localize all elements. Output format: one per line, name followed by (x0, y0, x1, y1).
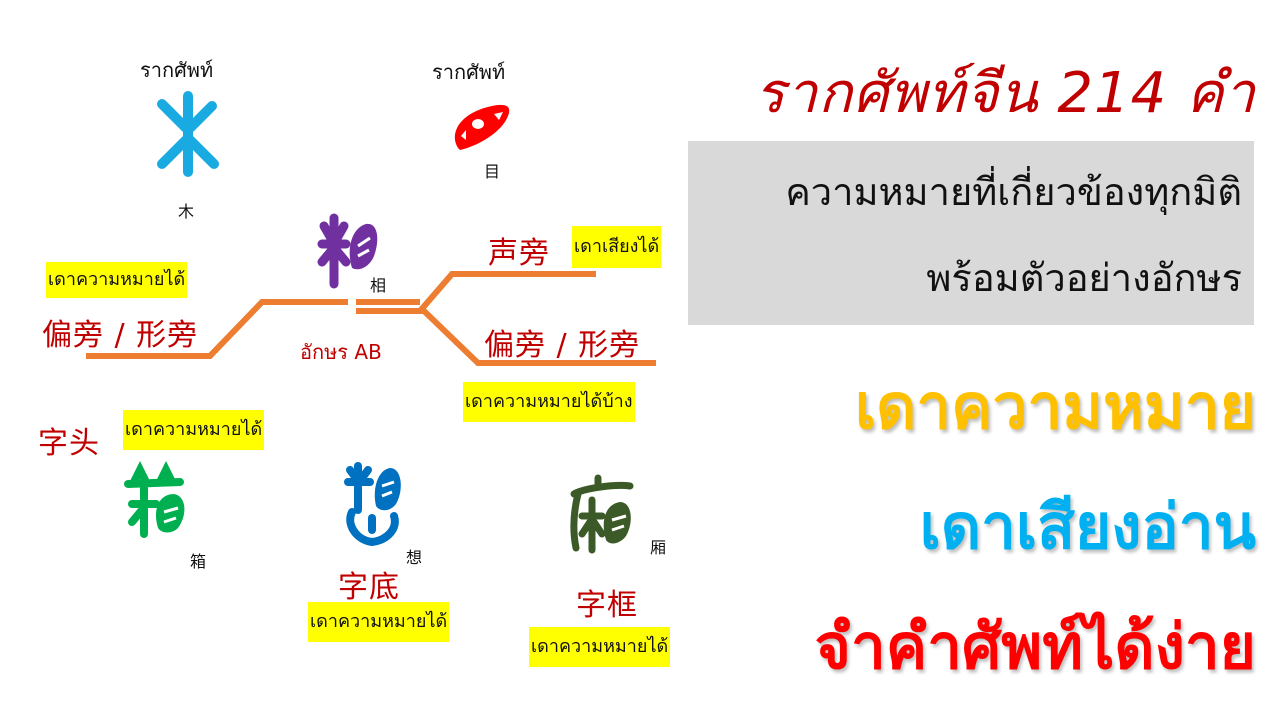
semantic-term-right: 偏旁 / 形旁 (484, 328, 641, 363)
radical-glyph: 木 (178, 202, 195, 221)
benefit-guess-meaning: เดาความหมาย (854, 370, 1256, 443)
benefit-guess-sound: เดาเสียงอ่าน (919, 490, 1256, 563)
subtitle-box: ความหมายที่เกี่ยวข้องทุกมิติ พร้อมตัวอย่… (688, 141, 1254, 325)
semantic-hint-right: เดาความหมายได้บ้าง (463, 382, 635, 422)
phonetic-hint: เดาเสียงได้ (572, 226, 662, 268)
benefit-memorize: จำคำศัพท์ได้ง่าย (814, 610, 1256, 683)
subtitle-line-1: ความหมายที่เกี่ยวข้องทุกมิติ (785, 170, 1242, 214)
position-term-bottom: 字底 (338, 570, 400, 605)
center-label: อักษร AB (300, 340, 382, 364)
position-term-top: 字头 (38, 426, 100, 461)
radical-caption: รากศัพท์ (140, 58, 214, 82)
radical-caption: รากศัพท์ (432, 60, 506, 84)
subtitle-line-2: พร้อมตัวอย่างอักษร (926, 256, 1242, 300)
position-hint-bottom: เดาความหมายได้ (308, 602, 450, 642)
slide-title: รากศัพท์จีน 214 คำ (754, 61, 1256, 126)
position-glyph-frame: 厢 (650, 538, 667, 557)
phonetic-term: 声旁 (488, 236, 550, 271)
position-glyph-bottom: 想 (406, 548, 423, 567)
position-glyph-top: 箱 (190, 552, 207, 571)
position-hint-frame: เดาความหมายได้ (529, 627, 671, 667)
position-hint-top: เดาความหมายได้ (123, 410, 265, 450)
radical-glyph: 目 (484, 162, 501, 181)
left-branch-hint: เดาความหมายได้ (46, 262, 188, 298)
center-glyph: 相 (370, 276, 387, 295)
left-branch-term: 偏旁 / 形旁 (42, 318, 199, 353)
position-term-frame: 字框 (576, 588, 638, 623)
